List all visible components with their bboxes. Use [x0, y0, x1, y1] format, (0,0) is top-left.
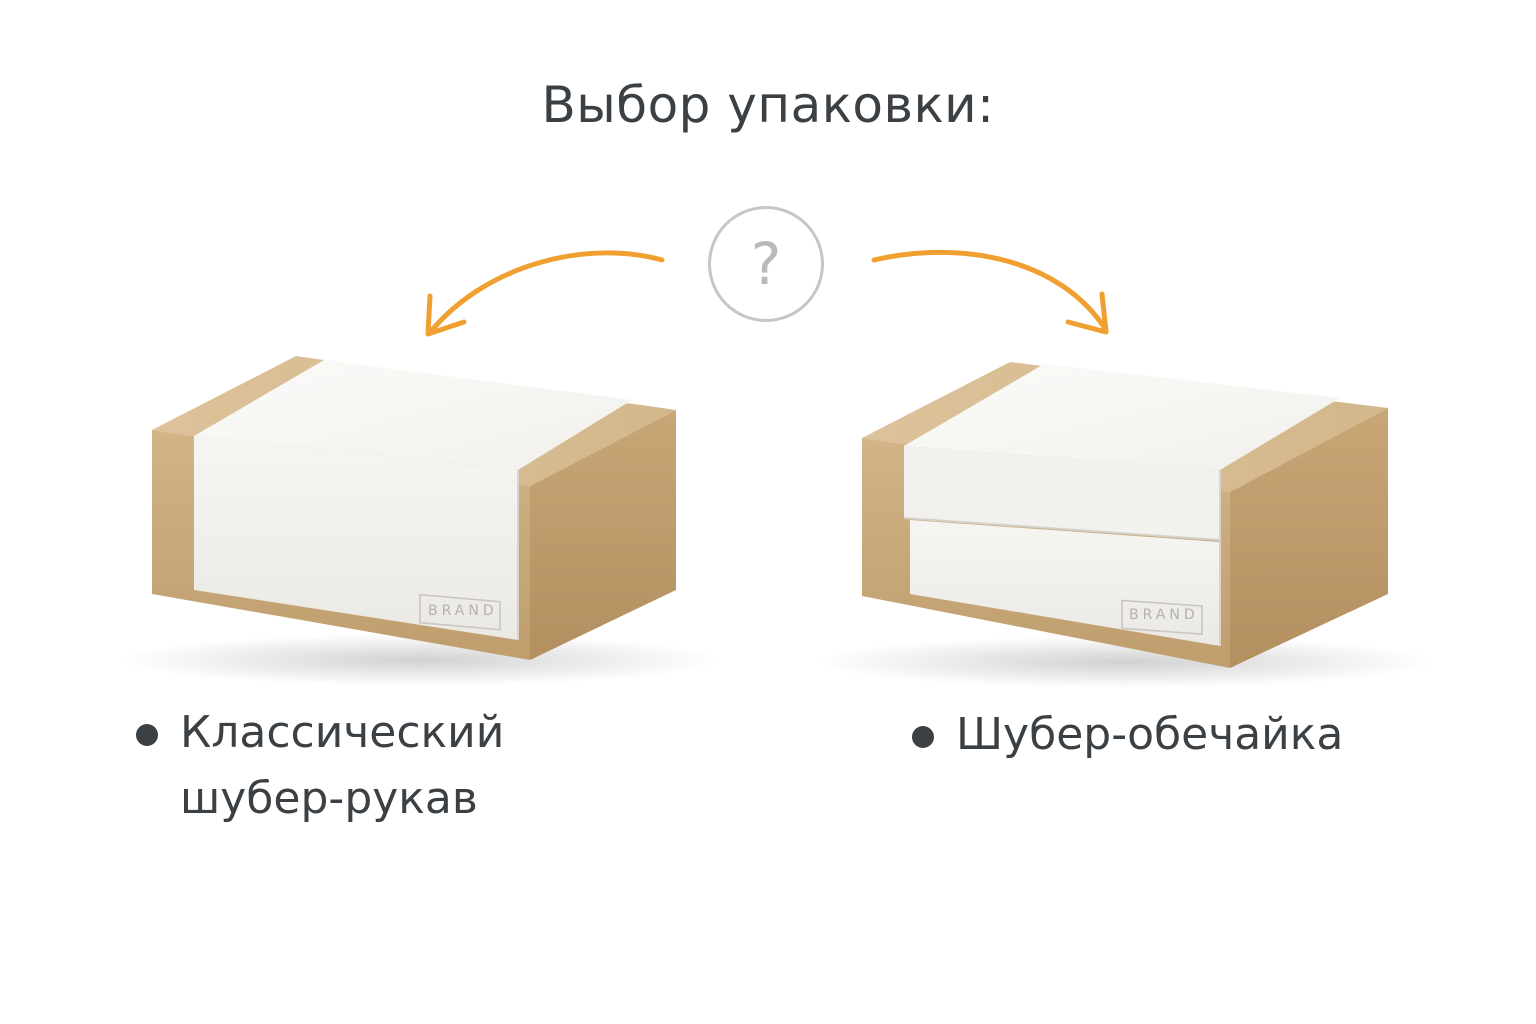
bullet-icon	[136, 724, 158, 746]
arrow-right-head	[1065, 291, 1109, 335]
option-classic-sleeve[interactable]: Классический шубер-рукав	[136, 700, 596, 832]
option-label: Шубер-обечайка	[956, 709, 1344, 760]
arrow-right-icon	[871, 249, 1109, 333]
arrow-left-icon	[429, 250, 665, 333]
brand-label-right: BRAND	[1129, 607, 1199, 623]
box-classic-sleeve: BRAND	[120, 356, 720, 686]
brand-label-left: BRAND	[428, 603, 498, 619]
question-icon: ?	[708, 206, 824, 322]
brand-frame-right	[1121, 599, 1203, 635]
brand-frame-left	[419, 593, 501, 631]
bullet-icon	[912, 726, 934, 748]
question-mark: ?	[750, 230, 782, 298]
page-title: Выбор упаковки:	[541, 76, 995, 134]
arrow-left-head	[425, 293, 467, 337]
option-label-line2: шубер-рукав	[180, 773, 478, 824]
box-shuber-obechayka: BRAND	[815, 362, 1435, 688]
option-label-line1: Классический	[180, 707, 505, 758]
option-shuber-obechayka[interactable]: Шубер-обечайка	[912, 702, 1432, 768]
